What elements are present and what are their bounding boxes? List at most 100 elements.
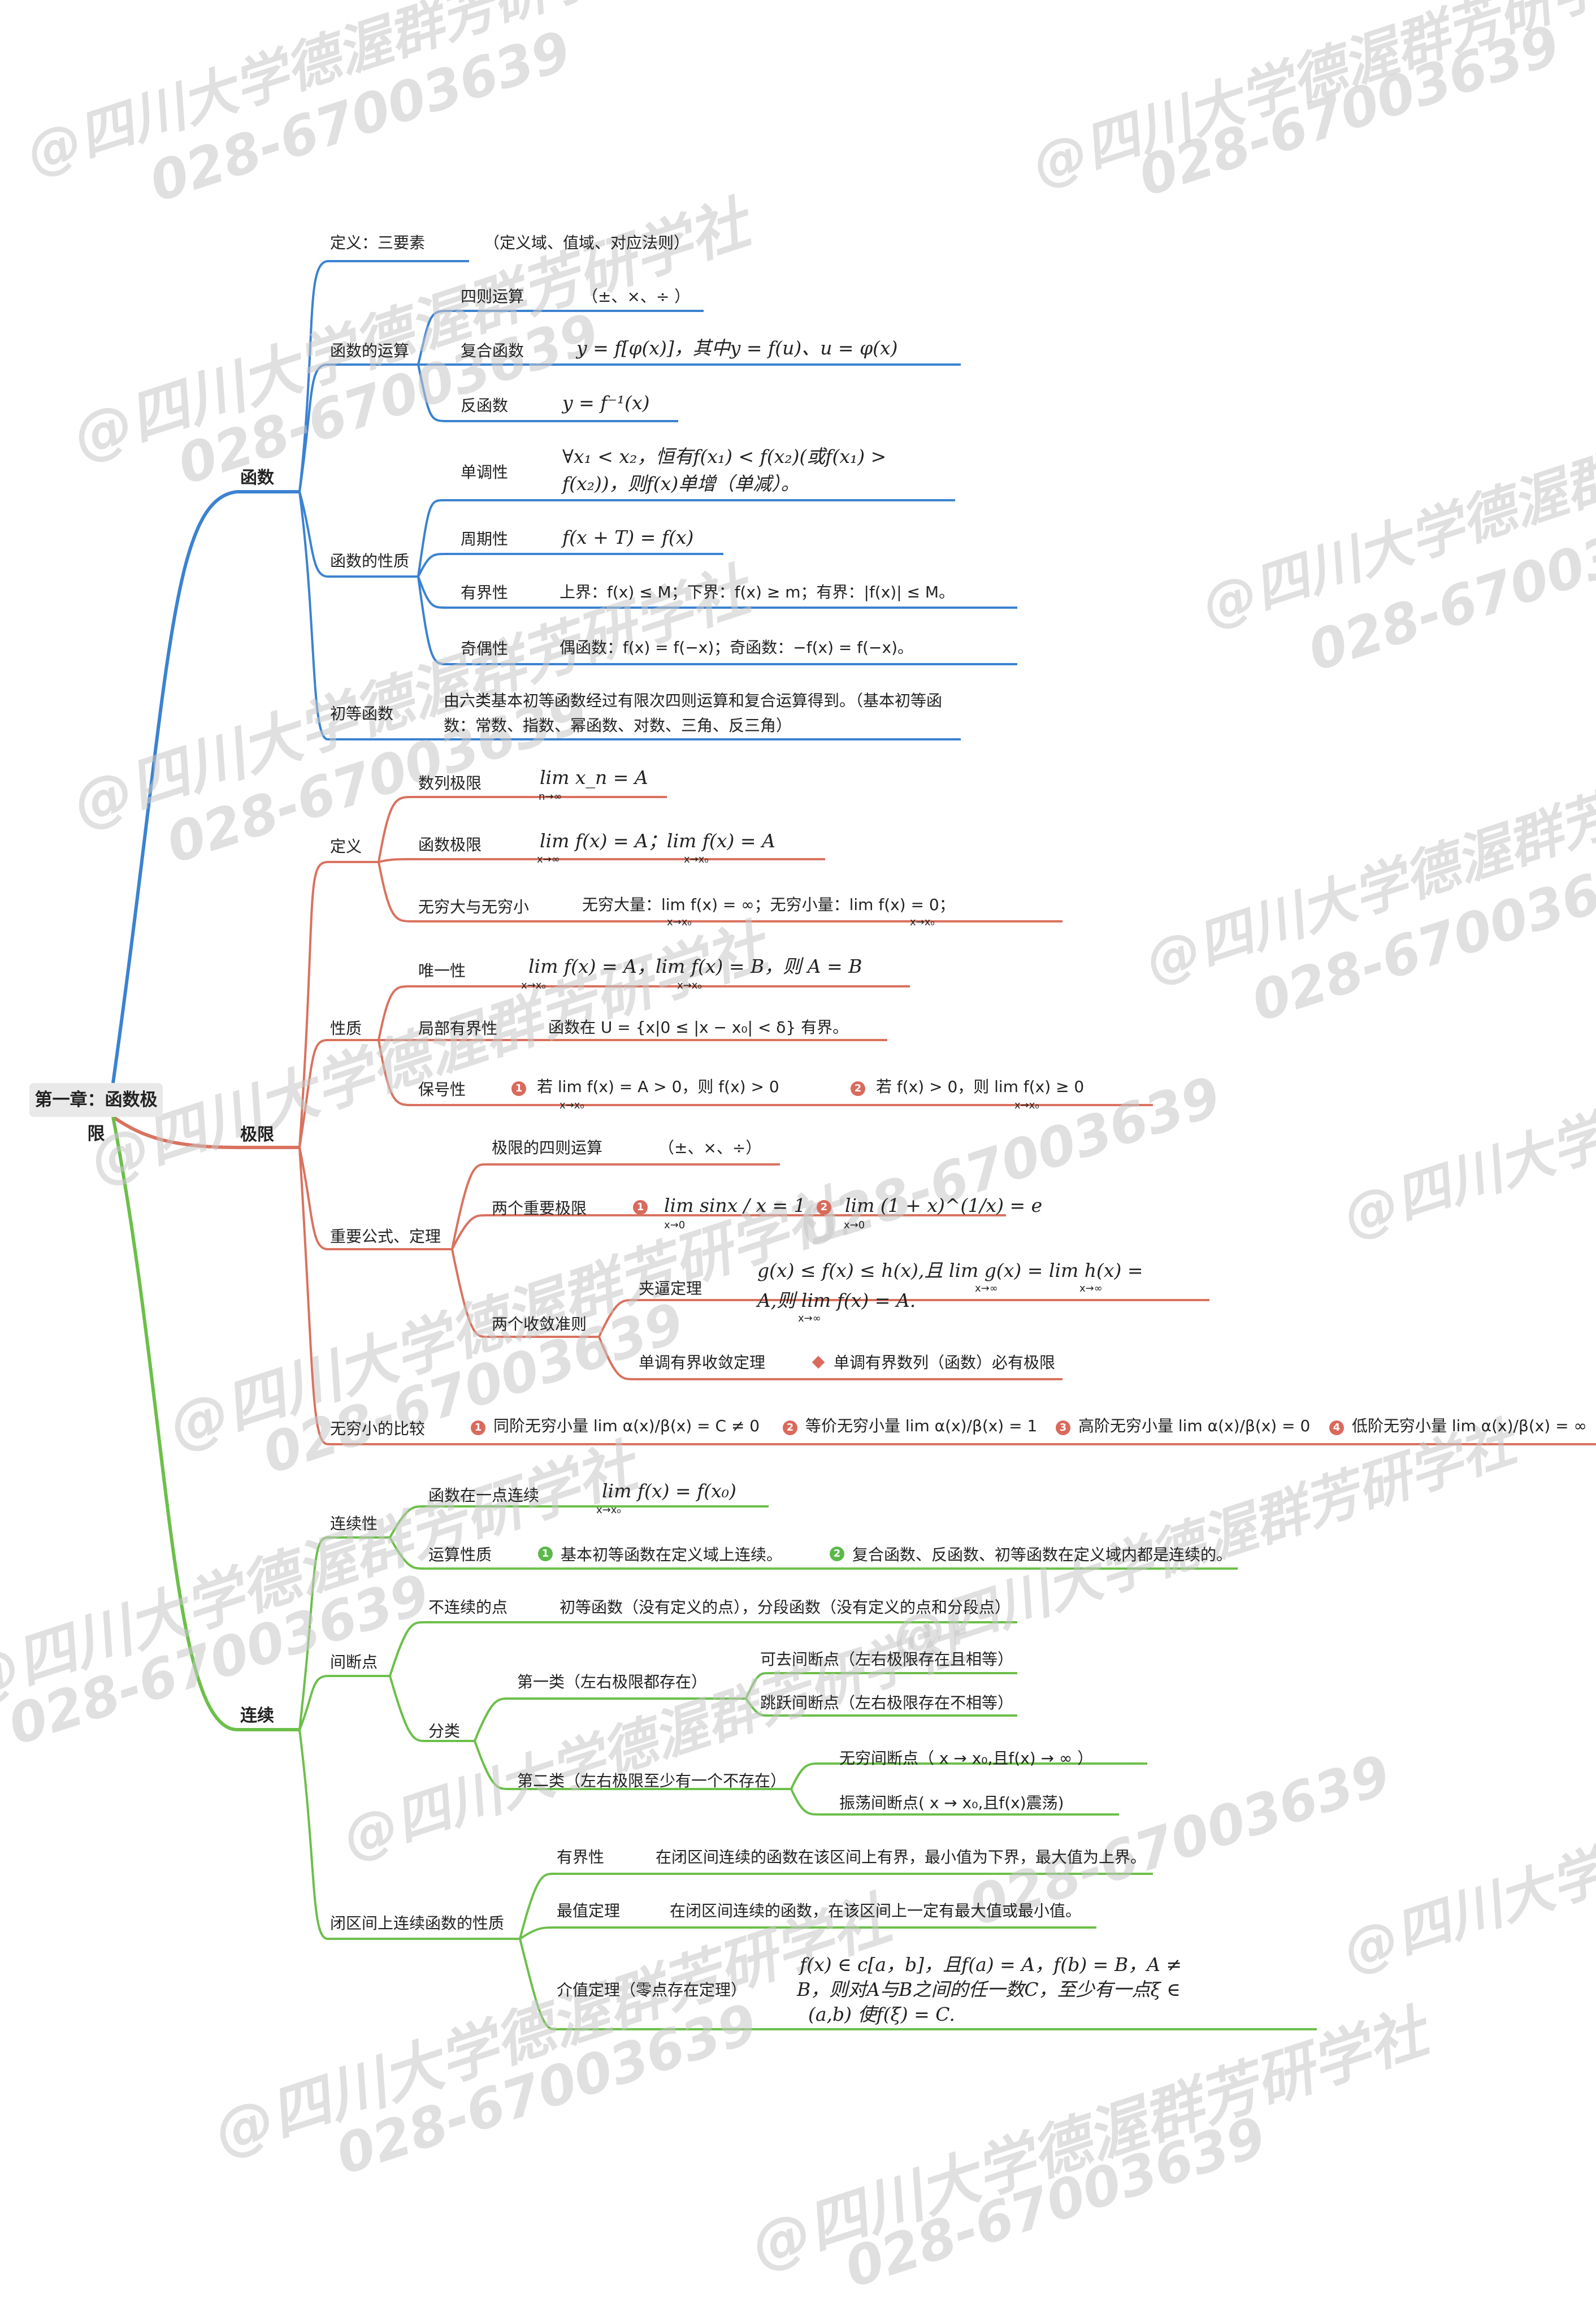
node-classification[interactable]: 分类 xyxy=(428,1722,461,1740)
node-boundedness[interactable]: 有界性 xyxy=(461,583,509,602)
node-periodicity[interactable]: 周期性 xyxy=(461,530,509,548)
node-infinity-infinitesimal[interactable]: 无穷大与无穷小 xyxy=(418,898,530,916)
node-operation-properties[interactable]: 运算性质 xyxy=(428,1545,492,1564)
squeeze-subscript-3: x→∞ xyxy=(798,1313,821,1324)
node-function-limit[interactable]: 函数极限 xyxy=(418,835,482,854)
uniqueness-formula: lim f(x) = A，lim f(x) = B，则 A = B xyxy=(528,955,862,977)
important-limit-1-subscript: x→0 xyxy=(664,1219,686,1231)
parity-desc: 偶函数：f(x) = f(−x)；奇函数：−f(x) = f(−x)。 xyxy=(560,638,914,657)
infinite-discontinuity[interactable]: 无穷间断点（ x → x₀,且f(x) → ∞ ） xyxy=(839,1749,1094,1768)
badge-2: 2 xyxy=(817,1200,831,1215)
node-two-important-limits[interactable]: 两个重要极限 xyxy=(492,1199,587,1218)
node-four-operations[interactable]: 四则运算 xyxy=(461,287,524,306)
sequence-limit-subscript: n→∞ xyxy=(539,791,562,803)
intermediate-value-line3: (a,b) 使f(ξ) = C. xyxy=(808,2003,955,2025)
point-continuity-subscript: x→x₀ xyxy=(596,1504,621,1516)
function-limit-subscript-2: x→x₀ xyxy=(684,854,709,865)
node-continuity-property[interactable]: 连续性 xyxy=(330,1514,378,1533)
badge-1: 1 xyxy=(538,1547,553,1561)
node-elementary-function[interactable]: 初等函数 xyxy=(330,704,394,723)
node-limit-arithmetic[interactable]: 极限的四则运算 xyxy=(492,1138,603,1157)
monotonicity-line2: f(x₂))，则f(x)单增（单减）。 xyxy=(562,473,800,495)
node-discontinuity[interactable]: 间断点 xyxy=(330,1653,378,1671)
comparison-same-order: 同阶无穷小量 lim α(x)/β(x) = C ≠ 0 xyxy=(493,1417,760,1435)
important-limit-2-subscript: x→0 xyxy=(844,1219,865,1231)
badge-1: 1 xyxy=(471,1420,485,1435)
node-closed-boundedness[interactable]: 有界性 xyxy=(557,1848,605,1866)
infinitesimal-subscript: x→x₀ xyxy=(910,916,935,928)
infinity-subscript: x→x₀ xyxy=(667,916,692,928)
node-convergence-criteria[interactable]: 两个收敛准则 xyxy=(492,1315,587,1333)
uniqueness-subscript-1: x→x₀ xyxy=(521,980,546,991)
removable-discontinuity[interactable]: 可去间断点（左右极限存在且相等） xyxy=(760,1650,1014,1669)
node-closed-interval-properties[interactable]: 闭区间上连续函数的性质 xyxy=(330,1914,505,1933)
sign-preservation-rule-2: 若 f(x) > 0，则 lim f(x) ≥ 0 xyxy=(876,1077,1085,1096)
node-point-continuity[interactable]: 函数在一点连续 xyxy=(428,1486,540,1505)
node-inverse-function[interactable]: 反函数 xyxy=(461,396,509,415)
squeeze-subscript-1: x→∞ xyxy=(975,1283,998,1294)
badge-2: 2 xyxy=(851,1081,865,1096)
squeeze-subscript-2: x→∞ xyxy=(1079,1283,1103,1294)
node-first-kind[interactable]: 第一类（左右极限都存在） xyxy=(517,1673,708,1691)
sign-preservation-rule-1: 若 lim f(x) = A > 0，则 f(x) > 0 xyxy=(537,1077,779,1096)
node-discontinuous-points[interactable]: 不连续的点 xyxy=(428,1598,508,1617)
node-second-kind[interactable]: 第二类（左右极限至少有一个不存在） xyxy=(517,1771,787,1790)
function-definition-desc: （定义域、值域、对应法则） xyxy=(484,233,690,252)
comparison-equivalent: 等价无穷小量 lim α(x)/β(x) = 1 xyxy=(805,1417,1038,1435)
extreme-value-desc: 在闭区间连续的函数，在该区间上一定有最大值或最小值。 xyxy=(670,1901,1082,1920)
boundedness-desc: 上界：f(x) ≤ M；下界：f(x) ≥ m；有界：|f(x)| ≤ M。 xyxy=(560,583,955,601)
local-boundedness-desc: 函数在 U = {x|0 ≤ |x − x₀| < δ} 有界。 xyxy=(548,1018,849,1037)
intermediate-value-line1: f(x) ∈ c[a，b]，且f(a) = A，f(b) = B，A ≠ xyxy=(800,1954,1182,1976)
node-composite-function[interactable]: 复合函数 xyxy=(461,341,524,360)
branch-lines-function xyxy=(111,260,1017,1084)
point-continuity-formula: lim f(x) = f(x₀) xyxy=(602,1480,736,1502)
sign-rule-1-subscript: x→x₀ xyxy=(560,1099,584,1111)
infinity-infinitesimal-desc: 无穷大量：lim f(x) = ∞；无穷小量：lim f(x) = 0； xyxy=(582,895,955,914)
sign-rule-2-subscript: x→x₀ xyxy=(1014,1099,1039,1111)
elementary-function-line1: 由六类基本初等函数经过有限次四则运算和复合运算得到。（基本初等函 xyxy=(444,691,943,710)
node-continuity[interactable]: 连续 xyxy=(240,1706,274,1726)
node-parity[interactable]: 奇偶性 xyxy=(461,639,509,658)
node-uniqueness[interactable]: 唯一性 xyxy=(418,961,466,980)
node-squeeze-theorem[interactable]: 夹逼定理 xyxy=(639,1279,702,1298)
node-infinitesimal-comparison[interactable]: 无穷小的比较 xyxy=(330,1419,426,1438)
squeeze-theorem-line1: g(x) ≤ f(x) ≤ h(x),且 lim g(x) = lim h(x)… xyxy=(757,1259,1143,1281)
monotone-bounded-desc: 单调有界数列（函数）必有极限 xyxy=(834,1353,1056,1372)
important-limit-1: lim sinx / x = 1 xyxy=(664,1194,806,1216)
root-node[interactable]: 第一章：函数极限 xyxy=(29,1083,163,1144)
node-function-operations[interactable]: 函数的运算 xyxy=(330,341,410,360)
node-extreme-value-theorem[interactable]: 最值定理 xyxy=(557,1901,621,1920)
node-sign-preservation[interactable]: 保号性 xyxy=(418,1080,466,1099)
intermediate-value-line2: B，则对A与B之间的任一数C，至少有一点ξ ∈ xyxy=(797,1978,1181,2000)
badge-1: 1 xyxy=(511,1081,526,1096)
operation-property-1: 基本初等函数在定义域上连续。 xyxy=(561,1545,783,1564)
node-local-boundedness[interactable]: 局部有界性 xyxy=(418,1019,498,1038)
node-monotone-bounded[interactable]: 单调有界收敛定理 xyxy=(639,1353,766,1372)
function-limit-formula: lim f(x) = A；lim f(x) = A xyxy=(540,830,775,852)
badge-3: 3 xyxy=(1056,1420,1070,1435)
jump-discontinuity[interactable]: 跳跃间断点（左右极限存在不相等） xyxy=(760,1693,1014,1712)
node-limit-definition[interactable]: 定义 xyxy=(330,837,362,856)
node-important-formulas[interactable]: 重要公式、定理 xyxy=(330,1227,441,1246)
badge-4: 4 xyxy=(1329,1420,1344,1435)
node-monotonicity[interactable]: 单调性 xyxy=(461,463,509,482)
important-limit-2: lim (1 + x)^(1/x) = e xyxy=(845,1194,1043,1216)
node-limit-properties[interactable]: 性质 xyxy=(330,1019,362,1038)
monotonicity-line1: ∀x₁ < x₂，恒有f(x₁) < f(x₂)(或f(x₁) > xyxy=(562,445,887,467)
oscillating-discontinuity[interactable]: 振荡间断点( x → x₀,且f(x)震荡) xyxy=(839,1794,1064,1812)
comparison-higher-order: 高阶无穷小量 lim α(x)/β(x) = 0 xyxy=(1078,1417,1311,1435)
badge-2: 2 xyxy=(830,1547,844,1561)
node-function[interactable]: 函数 xyxy=(240,468,274,488)
four-operations-desc: （±、×、÷ ） xyxy=(582,287,691,306)
node-limit[interactable]: 极限 xyxy=(240,1125,274,1145)
node-function-definition[interactable]: 定义：三要素 xyxy=(330,233,426,252)
operation-property-2: 复合函数、反函数、初等函数在定义域内都是连续的。 xyxy=(852,1545,1233,1564)
comparison-lower-order: 低阶无穷小量 lim α(x)/β(x) = ∞ xyxy=(1352,1417,1587,1435)
inverse-function-formula: y = f⁻¹(x) xyxy=(562,392,650,414)
node-intermediate-value-theorem[interactable]: 介值定理（零点存在定理） xyxy=(557,1981,747,1999)
node-sequence-limit[interactable]: 数列极限 xyxy=(418,774,482,792)
node-function-properties[interactable]: 函数的性质 xyxy=(330,552,410,570)
branch-lines-limit xyxy=(112,796,1596,1445)
branch-lines-continuity xyxy=(111,1116,1317,2030)
